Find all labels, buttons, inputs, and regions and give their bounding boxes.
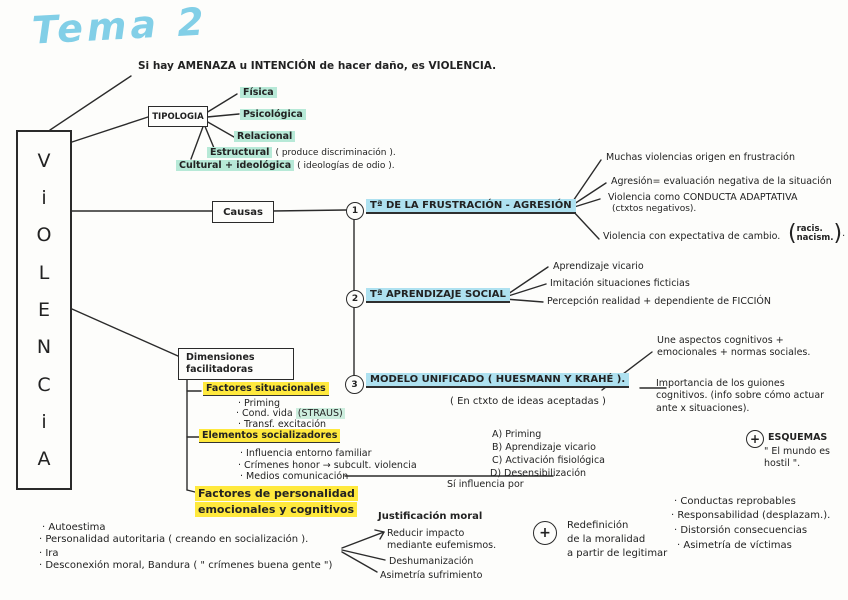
media-effect-item: A) Priming [492,429,542,440]
mecanismo-item: · Conductas reprobables [674,496,796,507]
theory-3-note: Une aspectos cognitivos + emocionales + … [657,335,811,359]
paren-open: ( [788,221,797,246]
theory-3-title: MODELO UNIFICADO ( HUESMANN Y KRAHÉ ). [366,373,630,388]
violencia-root-box: V i O L E N C i A [16,130,72,490]
tipologia-note-estructural: ( produce discriminación ). [275,148,396,158]
theory-1-note: Violencia con expectativa de cambio. [603,231,781,242]
esquemas-quote: " El mundo es hostil ". [764,446,831,470]
personalidad-item: · Ira [39,548,59,559]
root-letter: O [36,224,52,247]
theory-1-note: Agresión= evaluación negativa de la situ… [611,176,832,187]
theory-2-note: Percepción realidad + dependiente de FIC… [547,296,771,307]
theory-2-number: 2 [346,290,364,308]
media-effect-item: C) Activación fisiológica [492,455,605,466]
personalidad-item: · Desconexión moral, Bandura ( " crímene… [39,560,333,571]
media-effect-item: D) Desensibilización [490,468,587,479]
tipologia-item-fisica: Física [240,87,277,98]
theory-2-title: Tª APRENDIZAJE SOCIAL [366,288,510,303]
connector-label: Sí influencia por [447,479,524,490]
theory-2-note: Imitación situaciones ficticias [550,278,690,289]
theory-1-note-paren: ( racis. nacism. ) . [788,223,845,245]
mecanismo-item: · Responsabilidad (desplazam.). [671,510,831,521]
root-letter: i [41,410,47,433]
personalidad-item: · Autoestima [42,522,106,533]
definition-note: Si hay AMENAZA u INTENCIÓN de hacer daño… [138,60,497,72]
esquemas-label: ESQUEMAS [768,432,828,443]
group-item: · Crímenes honor → subcult. violencia [238,460,417,471]
dimensiones-box-line: facilitadoras [186,364,253,375]
page-title: Tema 2 [30,0,209,53]
tipologia-item-psicologica: Psicológica [240,109,306,120]
theory-3-subtitle: ( En ctxto de ideas aceptadas ) [450,396,606,407]
theory-1-note: Muchas violencias origen en frustración [606,152,796,163]
theory-1-note-sub: (ctxtos negativos). [612,204,697,214]
root-letter: A [37,448,51,471]
paren-line: racis. [796,223,823,234]
justificacion-item: Asimetría sufrimiento [380,570,483,581]
paren-line: nacism. [796,233,834,243]
dimensiones-box-line: Dimensiones [186,351,255,363]
mecanismo-item: · Distorsión consecuencias [674,525,808,536]
redefinicion-line: a partir de legitimar [567,548,668,559]
media-effect-item: B) Aprendizaje vicario [492,442,596,453]
group-item: · Priming [238,398,281,409]
theory-1-note: Violencia como CONDUCTA ADAPTATIVA [608,192,798,203]
group-item: · Cond. vida [236,408,293,419]
theory-3-number: 3 [345,375,364,394]
group-item: · Medios comunicación [240,471,349,482]
plus-icon: + [533,521,557,545]
tipologia-box: TIPOLOGIA [148,106,208,127]
straus-tag: (STRAUS) [295,408,345,419]
group-item: · Transf. excitación [238,419,327,430]
paren-close: ) [833,221,843,246]
plus-icon: + [746,430,764,448]
group-personalidad-header: emocionales y cognitivos [195,502,358,517]
root-letter: i [41,186,47,209]
paren-period: . [842,227,846,239]
causas-box: Causas [212,201,274,223]
tipologia-note-cultural: ( ideologías de odio ). [297,161,395,171]
tipologia-item-estructural: Estructural [207,147,273,158]
group-socializadores-header: Elementos socializadores [199,429,341,443]
justificacion-title: Justificación moral [378,511,483,522]
root-letter: N [36,336,52,359]
theory-2-note: Aprendizaje vicario [553,261,644,272]
group-personalidad-header: Factores de personalidad [195,486,358,501]
tipologia-item-relacional: Relacional [234,131,296,142]
dimensiones-box: Dimensiones facilitadoras [178,348,294,380]
root-letter: V [37,149,51,172]
theory-1-title: Tª DE LA FRUSTRACIÓN - AGRESIÓN [366,199,576,214]
root-letter: C [37,373,51,396]
tipologia-item-cultural: Cultural + ideológica [176,160,295,171]
justificacion-item: Deshumanización [389,556,474,567]
group-situacionales-header: Factores situacionales [203,382,329,396]
redefinicion-line: de la moralidad [567,534,646,545]
justificacion-item: Reducir impacto mediante eufemismos. [387,528,497,552]
theory-1-number: 1 [346,202,364,220]
personalidad-item: · Personalidad autoritaria ( creando en … [39,534,309,545]
group-item: · Influencia entorno familiar [240,448,372,459]
theory-3-note: Importancia de los guiones cognitivos. (… [656,378,825,414]
redefinicion-line: Redefinición [567,520,629,531]
mecanismo-item: · Asimetría de víctimas [677,540,792,551]
root-letter: E [37,298,50,321]
root-letter: L [38,261,50,284]
